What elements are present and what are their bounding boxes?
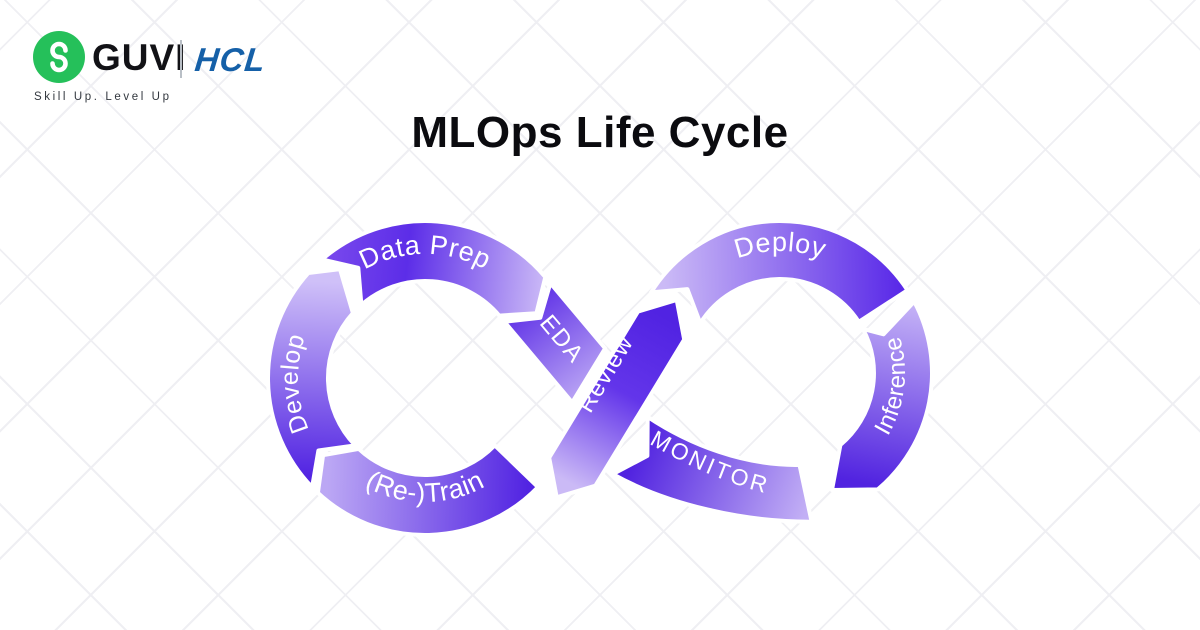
inference-segment [830,299,934,492]
data-prep-segment [320,218,548,318]
guvi-wordmark: GUVI [92,37,187,78]
monitor-segment [610,414,814,524]
page-title: MLOps Life Cycle [411,108,789,157]
logo-divider [180,40,182,78]
guvi-logo-icon [33,31,85,83]
eda-segment [502,281,608,405]
guvi-glyph-icon [50,41,68,73]
logo-tagline: Skill Up. Level Up [34,91,172,103]
review-segment [547,298,687,500]
develop-segment [266,267,358,490]
retrain-segment [315,443,540,537]
deploy-segment [649,218,910,326]
